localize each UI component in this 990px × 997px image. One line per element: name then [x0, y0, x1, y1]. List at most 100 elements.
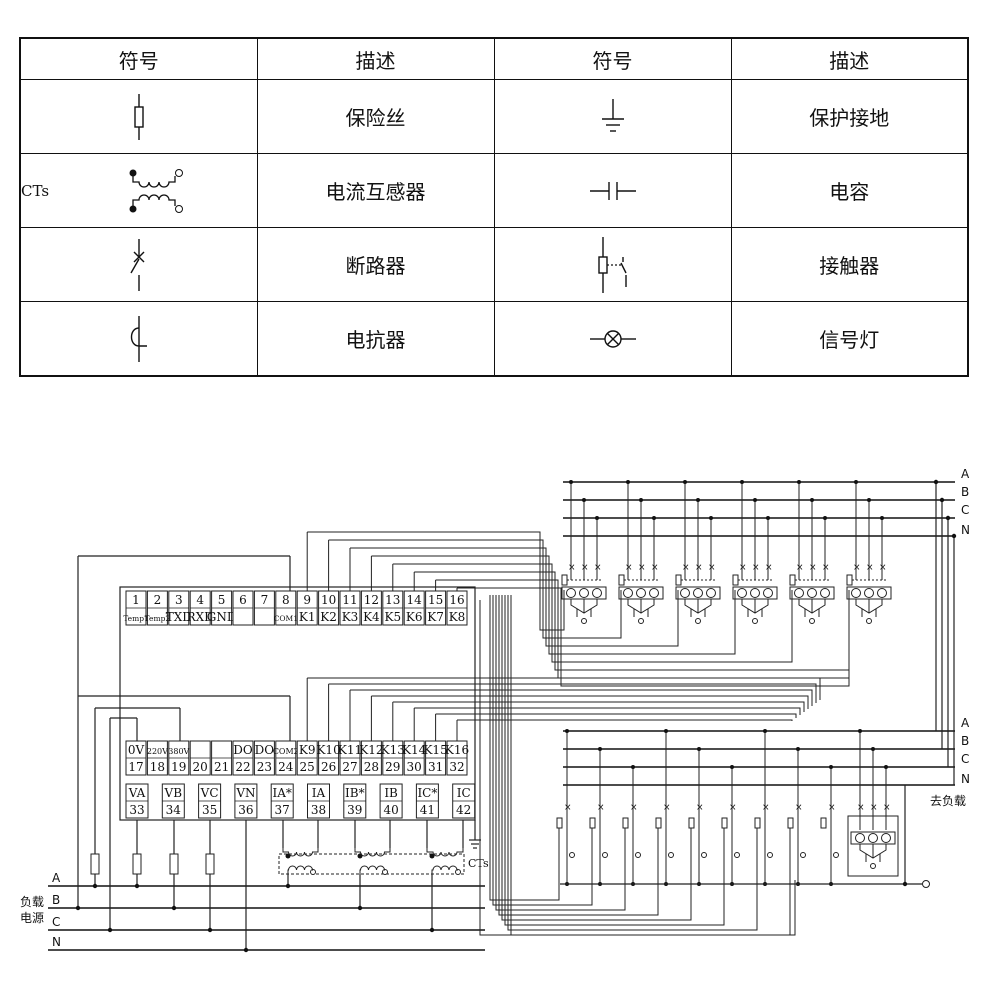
terminal-number: 42	[456, 803, 471, 817]
terminal-number: 24	[278, 760, 294, 774]
svg-text:×: ×	[879, 563, 887, 573]
terminal-number: 34	[166, 803, 182, 817]
terminal-number: 25	[300, 760, 315, 774]
terminal-label: VA	[128, 786, 146, 800]
svg-text:×: ×	[870, 803, 878, 813]
terminal-label: K13	[381, 743, 405, 757]
terminal-label: K15	[423, 743, 447, 757]
terminal-number: 28	[364, 760, 379, 774]
reactor-icon	[130, 315, 147, 362]
capacitor-branch: ×××	[847, 729, 899, 877]
terminal-number: 31	[428, 760, 443, 774]
terminal-label: COM1	[274, 614, 298, 623]
controller-body	[119, 586, 476, 821]
terminal-label: IB*	[345, 786, 365, 800]
terminal-number: 15	[428, 593, 443, 607]
legend-symbol-cell	[493, 153, 732, 228]
svg-text:×: ×	[795, 803, 803, 813]
terminal-number: 20	[193, 760, 208, 774]
terminal-label: K16	[445, 743, 469, 757]
terminal-number: 5	[218, 593, 226, 607]
svg-text:×: ×	[682, 563, 690, 573]
terminal-label: K11	[338, 743, 362, 757]
capacitor-branch: ×	[721, 765, 740, 886]
upper-bus-lines	[563, 481, 955, 537]
terminal-number: 18	[150, 760, 165, 774]
svg-text:×: ×	[568, 563, 576, 573]
terminal: 220V 18	[147, 740, 168, 776]
svg-text:×: ×	[765, 563, 773, 573]
terminal-number: 37	[275, 803, 290, 817]
legend-header-description: 描述	[256, 37, 495, 80]
terminal-number: 3	[175, 593, 183, 607]
legend-symbol-cell	[19, 301, 258, 377]
current-transformer-icon	[129, 168, 183, 213]
legend-description: 断路器	[256, 227, 495, 302]
svg-text:×: ×	[696, 803, 704, 813]
lower-bus-label-c: C	[961, 752, 969, 766]
upper-capacitor-branches: ××××××××××××××××××	[561, 480, 892, 624]
ct-prefix-label: CTs	[21, 181, 50, 200]
terminal-label: K12	[359, 743, 383, 757]
terminal-label: 220V	[147, 747, 168, 756]
svg-text:×: ×	[564, 803, 572, 813]
svg-text:×: ×	[857, 803, 865, 813]
upper-bus-label-b: B	[961, 485, 969, 499]
legend-description: 接触器	[730, 227, 969, 302]
svg-text:×: ×	[828, 803, 836, 813]
lower-capacitor-branches: ××××××××××××	[556, 729, 899, 886]
terminal-label: IA*	[272, 786, 291, 800]
lower-bus-label-b: B	[961, 734, 969, 748]
terminal-number: 17	[128, 760, 143, 774]
terminal-number: 38	[311, 803, 326, 817]
capacitor-branch: ×	[589, 747, 608, 886]
svg-text:×: ×	[594, 563, 602, 573]
terminal: 21	[211, 740, 233, 776]
terminal-label: RXD	[187, 610, 214, 624]
current-transformer-icon	[282, 848, 319, 875]
capacitor-branch: ×	[556, 729, 575, 886]
capacitor-branch: ×××	[675, 480, 721, 624]
svg-text:×: ×	[729, 803, 737, 813]
terminal-label: VN	[235, 786, 255, 800]
legend-symbol-cell	[493, 301, 732, 377]
svg-text:×: ×	[739, 563, 747, 573]
terminal-number: 40	[383, 803, 398, 817]
terminal-number: 6	[239, 593, 247, 607]
svg-text:×: ×	[638, 563, 646, 573]
current-transformer-icon	[426, 848, 464, 875]
legend-header-description: 描述	[730, 37, 969, 80]
legend-description: 电容	[730, 153, 969, 228]
svg-text:×: ×	[809, 563, 817, 573]
terminal-number: 41	[420, 803, 435, 817]
contactor-icon	[597, 236, 627, 293]
legend-row: 电抗器 信号灯	[19, 301, 969, 377]
terminal-number: 23	[257, 760, 272, 774]
upper-bus-label-n: N	[961, 523, 970, 537]
capacitor-branch: ×	[787, 747, 806, 886]
ground-icon	[601, 98, 624, 132]
lower-bus-label-n: N	[961, 772, 970, 786]
terminal: 6	[232, 590, 254, 626]
source-bus-label-n: N	[52, 935, 61, 949]
terminal-label: K6	[406, 610, 423, 624]
legend-symbol-cell: CTs	[19, 153, 258, 228]
terminal-number: 14	[407, 593, 423, 607]
terminal-number: 33	[129, 803, 144, 817]
legend-description: 电抗器	[256, 301, 495, 377]
legend-header-symbol: 符号	[493, 37, 732, 80]
terminal-number: 30	[407, 760, 422, 774]
terminal-number: 12	[364, 593, 379, 607]
ct-label: CTs	[468, 857, 489, 870]
